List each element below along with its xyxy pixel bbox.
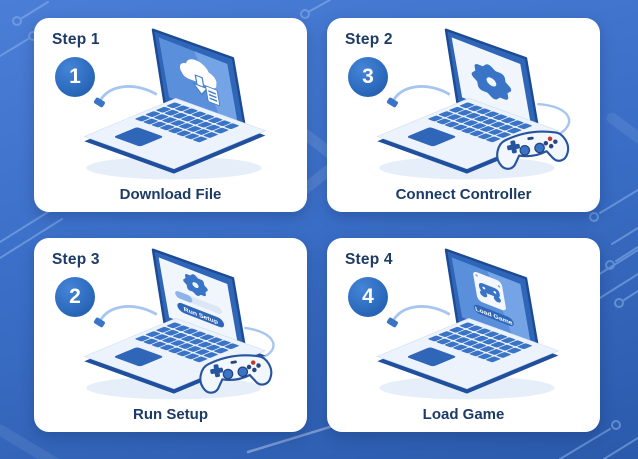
step-card-4: Step 4 4 [327, 238, 600, 432]
step-caption: Connect Controller [395, 186, 532, 203]
step-caption: Load Game [422, 406, 505, 423]
step-caption: Run Setup [133, 406, 208, 423]
game-tile-icon [473, 271, 506, 311]
badge-number: 4 [362, 285, 374, 308]
step-number-badge: 1 [55, 57, 95, 97]
step-label: Step 4 [345, 251, 393, 268]
step-label: Step 2 [345, 31, 393, 48]
laptop-setup-progress-illustration: Run Setup [82, 248, 275, 401]
step-label: Step 1 [52, 31, 100, 48]
laptop-screen [451, 37, 531, 125]
step-card-2: Step 2 3 Connect Controller [327, 18, 600, 212]
laptop-screen [158, 37, 238, 125]
laptop-cloud-download-illustration [82, 28, 267, 181]
badge-number: 2 [69, 285, 81, 308]
step-label: Step 3 [52, 251, 100, 268]
step-card-1: Step 1 1 [34, 18, 307, 212]
progress-bar [175, 291, 222, 314]
download-arrow-icon [192, 74, 209, 96]
document-icon [205, 85, 221, 106]
controller-cable [244, 326, 275, 360]
step-number-badge: 3 [348, 57, 388, 97]
steps-grid: Step 1 1 [34, 18, 600, 432]
laptop-screen: Run Setup [158, 257, 238, 345]
step-card-3: Step 3 2 [34, 238, 307, 432]
controller-cable [537, 102, 571, 138]
step-number-badge: 4 [348, 277, 388, 317]
laptop-game-tile-illustration: Load Game [375, 248, 560, 401]
badge-number: 3 [362, 65, 374, 88]
gear-icon [180, 268, 211, 302]
laptop-gear-controller-illustration [375, 28, 571, 181]
cloud-download-icon [179, 59, 217, 96]
badge-number: 1 [69, 65, 81, 88]
step-number-badge: 2 [55, 277, 95, 317]
laptop-screen: Load Game [451, 257, 531, 345]
step-caption: Download File [119, 186, 222, 203]
gear-icon [466, 54, 517, 109]
